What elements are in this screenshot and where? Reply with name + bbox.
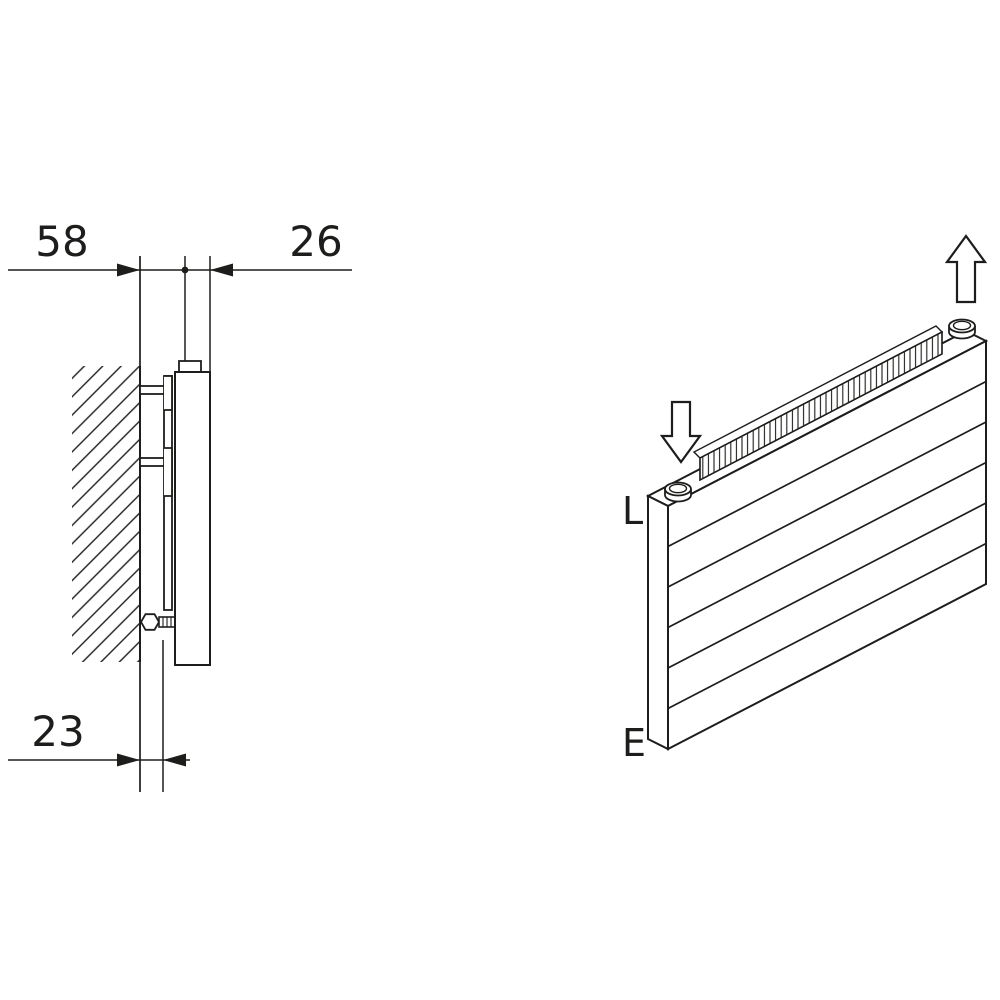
inlet-boss xyxy=(664,481,692,503)
bracket-arm-mid xyxy=(139,457,165,467)
boss-plug xyxy=(952,320,972,331)
dimension-arrow-right-icon xyxy=(117,753,140,767)
slat-groove xyxy=(667,502,987,669)
bracket-arm-top xyxy=(139,385,165,395)
slat-groove xyxy=(667,421,987,588)
panel-body xyxy=(174,371,211,666)
bracket-hook-top xyxy=(164,375,173,411)
convector-fins xyxy=(692,325,944,482)
bottom-dimension: 23 xyxy=(8,640,190,792)
dimension-arrow-left-icon xyxy=(210,263,233,277)
dimension-arrow-left-icon xyxy=(163,753,186,767)
label-inlet-L: L xyxy=(622,489,643,533)
dimension-label-bottom-offset: 23 xyxy=(31,707,84,756)
wall-hatching xyxy=(72,366,140,662)
radiator-front-face xyxy=(667,339,987,751)
radiator-left-end-cap xyxy=(647,494,669,751)
dimension-dot xyxy=(181,266,189,274)
wall-section xyxy=(72,366,141,662)
slat-groove xyxy=(667,461,987,629)
flow-down-arrow-icon xyxy=(659,400,703,464)
boss-plug xyxy=(668,483,688,494)
flow-up-arrow-icon xyxy=(944,234,988,304)
mounting-bracket xyxy=(139,375,176,631)
panel-top-plug xyxy=(178,360,202,373)
bolt-head xyxy=(139,613,161,631)
top-dimension: 58 26 xyxy=(8,217,352,792)
outlet-boss xyxy=(948,318,976,340)
side-view: 58 26 xyxy=(8,217,352,792)
slat-groove xyxy=(667,380,987,548)
isometric-view: L E xyxy=(622,234,989,765)
fin-front-band-hatch xyxy=(699,330,943,482)
dimension-arrow-right-icon xyxy=(117,263,140,277)
dimension-label-wall-offset: 58 xyxy=(35,217,88,266)
dimension-label-panel-depth: 26 xyxy=(289,217,342,266)
bracket-hook-mid xyxy=(164,447,173,497)
slat-groove xyxy=(667,542,987,710)
label-outlet-E: E xyxy=(622,721,646,765)
radiator-panel-side xyxy=(174,360,211,666)
